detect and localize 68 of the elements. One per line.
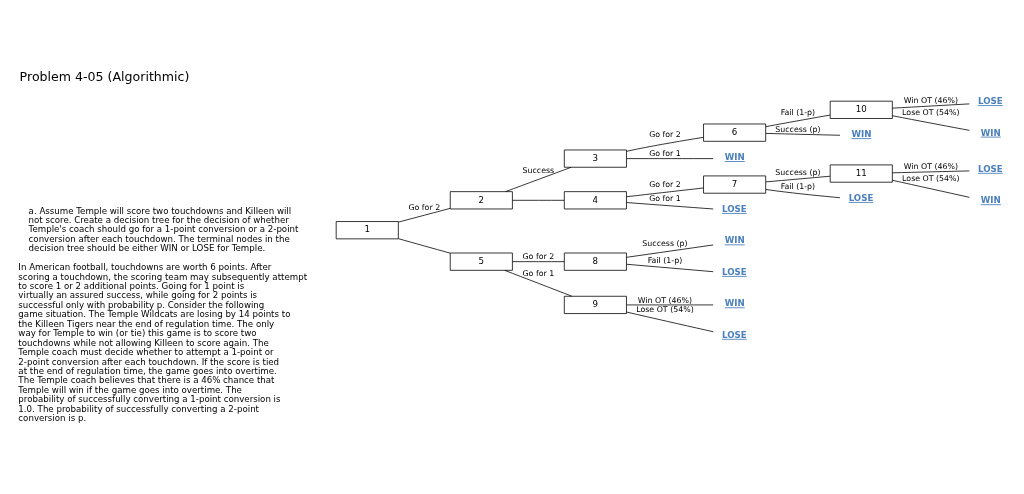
edge-label: Go for 2 [649,129,681,139]
edge-label: Win OT (46%) [903,95,959,105]
edge-label: Go for 1 [649,148,681,158]
connector [512,260,565,262]
edge-label: Go for 2 [408,202,441,212]
connector [504,269,573,297]
connector [626,201,714,209]
node-box: 11 [829,164,893,183]
edge-label: Fail (1-p) [780,181,816,190]
edge-label: Win OT (46%) [637,295,693,305]
node-text: WIN [724,151,745,162]
edge-label: Go for 1 [522,268,555,278]
node-box: 3 [563,149,627,168]
connector [626,263,714,272]
node-text: LOSE [978,95,1003,106]
connector [626,304,714,305]
node-text: LOSE [978,163,1003,174]
node-box: 2 [449,190,513,209]
edge-label: Success [522,165,555,175]
edge-label: Go for 1 [649,193,681,203]
node-text: WIN [980,194,1001,205]
edge-label: Lose OT (54%) [902,173,960,183]
connector [891,179,970,198]
node-text: LOSE [848,192,874,203]
connector [398,237,451,254]
connector [891,170,970,173]
connector [891,114,970,131]
node-box: 6 [703,123,767,142]
connector [626,136,704,152]
label: In American football, touchdowns are worth 6 points. After scoring a touchdown, the scoring team may subsequently attempt to score 1 or 2 additional points. Going for 1 point is virtually an assured success, while going for 2 points is successful only with probability p. Consider the following game situation. The Temple Wildcats are losing by 14 points to the Killeen Tigers near the end of regulation time. The only way for Temple to win (or tie) this game is to score two touchdowns while not allowing Killeen to score again. The Temple coach must decide whether to attempt a 1-point or 2-point conversion after each touchdown. If the score is tied at the end of regulation time, the game goes into overtime. The Temple coach believes that there is a 46% chance that Temple will win if the game goes into overtime. The probability of successfully converting a 1-point conversion is 1.0. The probability of successfully converting a 2-point conversion is p. [18,261,308,423]
node-box: 5 [449,252,513,271]
label: a. Assume Temple will score two touchdowns and Killeen will not score. Create a decision tree for the decision of whether Temple's coach should go for a 1-point conversion or a 2-point conversion after each touchdown. The terminal nodes in the decision tree should be either WIN or LOSE for Temple. [28,205,299,253]
connector [398,207,451,222]
edge-label: Win OT (46%) [903,161,959,171]
node-text: WIN [851,128,872,139]
connector [626,244,714,258]
node-box: 8 [563,252,627,271]
connector [765,188,841,198]
node-box: 4 [563,190,627,209]
edge-label: Success (p) [775,167,821,177]
node-text: WIN [980,127,1001,138]
node-text: WIN [724,234,745,245]
edge-label: Fail (1-p) [647,255,683,265]
connector [626,311,714,332]
node-box: 7 [703,175,767,194]
node-box: 1 [335,220,399,239]
connector [765,114,831,127]
edge-label: Lose OT (54%) [902,107,960,117]
connector [505,166,572,192]
connector [512,199,565,201]
node-text: LOSE [722,329,747,340]
edge-label: Lose OT (54%) [636,304,694,314]
node-text: LOSE [722,266,747,277]
connector [626,187,704,197]
node-box: 9 [563,295,627,314]
diagram-title: Problem 4-05 (Algorithmic) [19,68,190,84]
edge-label: Success (p) [775,124,821,134]
connector [891,103,970,109]
connector [765,175,831,182]
node-text: LOSE [722,203,747,214]
connector [626,157,714,159]
node-text: WIN [724,297,745,308]
edge-label: Fail (1-p) [780,107,816,117]
edge-label: Go for 2 [522,251,555,261]
edge-label: Success (p) [642,238,688,248]
node-box: 10 [829,100,893,119]
edge-label: Go for 2 [649,179,681,189]
connector [765,132,841,136]
